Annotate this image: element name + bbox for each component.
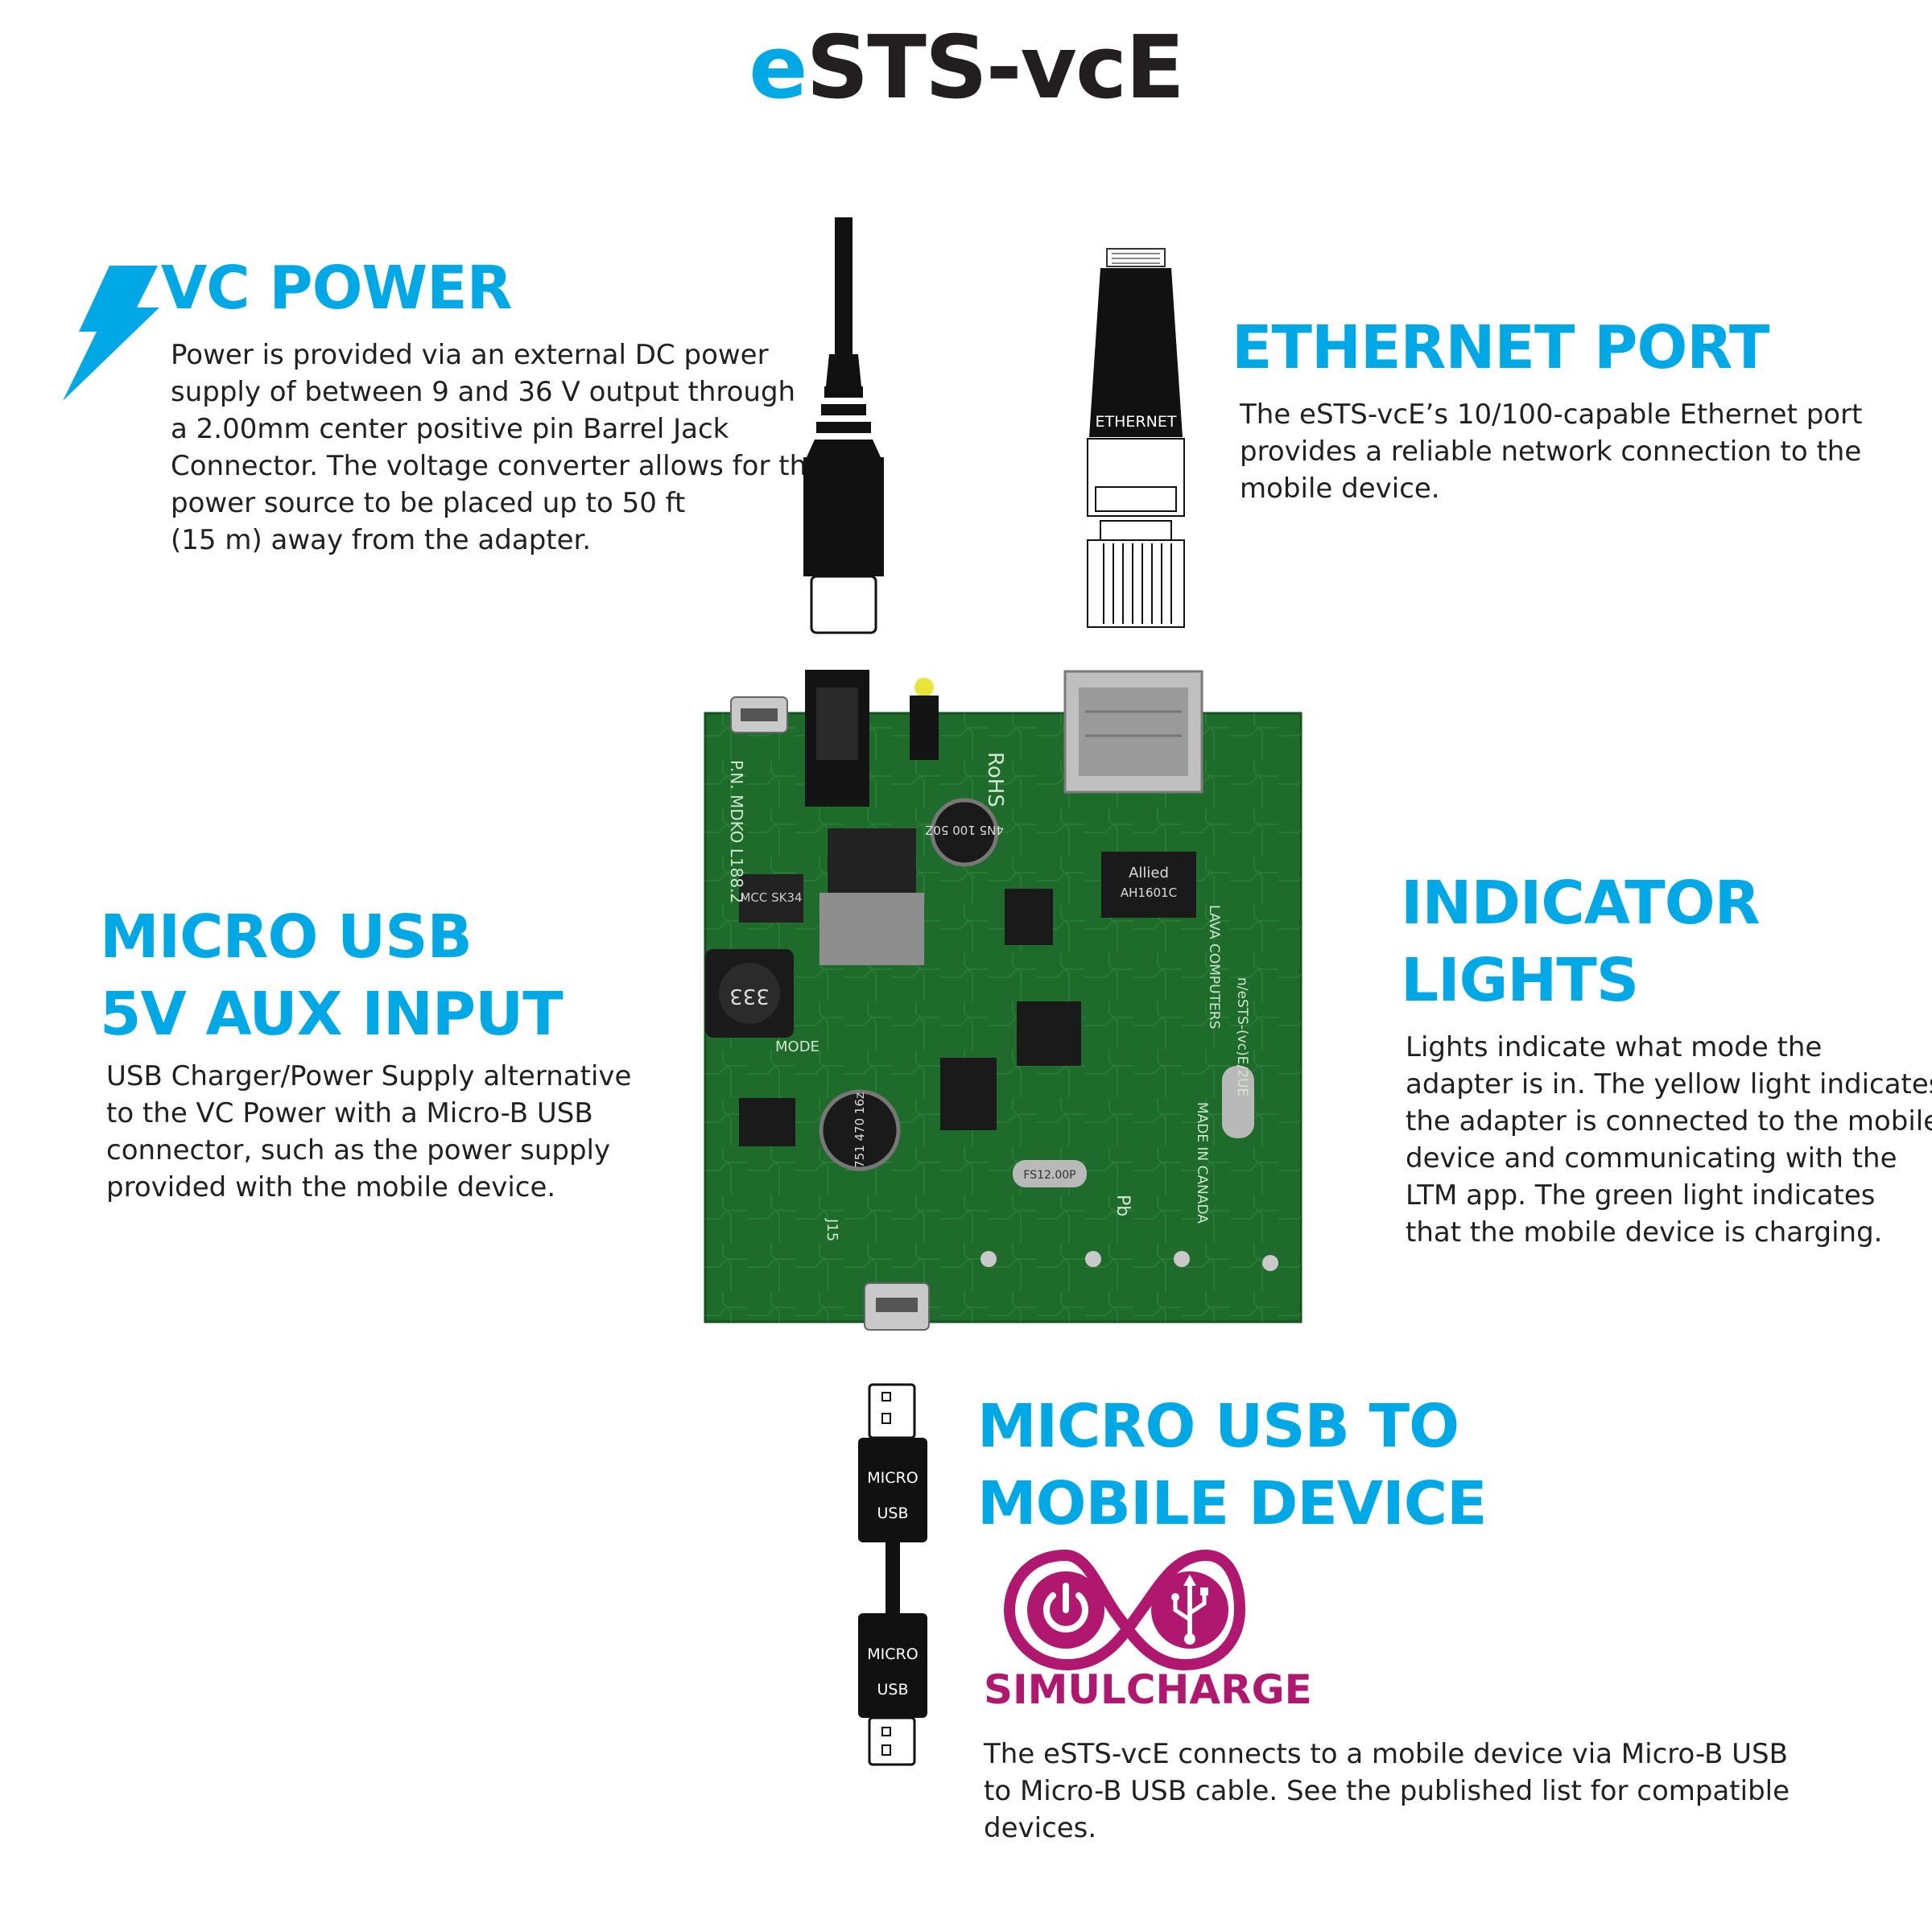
micro-usb-mobile-heading-line: MICRO USB TO <box>977 1392 1459 1461</box>
ethernet-connector-label: ETHERNET <box>1096 413 1177 431</box>
indicator-lights-line: that the mobile device is charging. <box>1406 1216 1883 1249</box>
simulcharge-label: SIMULCHARGE <box>984 1666 1312 1713</box>
micro-usb-aux-heading-line: 5V AUX INPUT <box>100 980 564 1049</box>
coil-marking: 333 <box>729 984 770 1008</box>
pb-marking: Pb <box>1113 1195 1133 1216</box>
indicator-lights-line: LTM app. The green light indicates <box>1406 1179 1876 1212</box>
micro-usb-aux-line: connector, such as the power supply <box>106 1134 611 1166</box>
ethernet-connector-icon: ETHERNET <box>1087 248 1185 628</box>
ethernet-port-line: mobile device. <box>1240 473 1440 505</box>
indicator-lights-line: adapter is in. The yellow light indicate… <box>1406 1068 1932 1100</box>
barrel-jack-connector-icon <box>803 217 884 634</box>
vc-power-line: Connector. The voltage converter allows … <box>171 450 824 482</box>
diode-marking: MCC SK34 <box>740 890 802 905</box>
micro-usb-mobile-description: The eSTS-vcE connects to a mobile device… <box>984 1736 1790 1847</box>
vc-power-line: supply of between 9 and 36 V output thro… <box>171 376 796 408</box>
micro-usb-top-label: MICRO <box>867 1469 918 1487</box>
allied-part-marking: AH1601C <box>1121 886 1177 900</box>
indicator-lights-heading-line: INDICATOR <box>1401 869 1761 938</box>
ethernet-port-description: The eSTS-vcE’s 10/100-capable Ethernet p… <box>1240 396 1862 507</box>
indicator-lights-line: Lights indicate what mode the <box>1406 1031 1823 1063</box>
title-rest: STS-vcE <box>806 18 1184 118</box>
micro-usb-aux-heading: MICRO USB 5V AUX INPUT <box>100 898 564 1053</box>
model-marking: n/eSTS-(vc)E/2UE <box>1234 977 1250 1096</box>
indicator-lights-description: Lights indicate what mode the adapter is… <box>1406 1029 1932 1251</box>
usb-symbol-icon <box>1151 1571 1228 1649</box>
pn-marking: P.N. MDKO L188.2 <box>727 760 746 903</box>
vc-power-line: power source to be placed up to 50 ft <box>171 487 686 519</box>
micro-usb-bottom-label: MICRO <box>867 1645 918 1663</box>
mode-marking: MODE <box>775 1038 819 1055</box>
micro-usb-aux-line: USB Charger/Power Supply alternative <box>106 1060 632 1092</box>
cap2-marking: 751 470 16z <box>852 1092 867 1168</box>
micro-usb-mobile-line: devices. <box>984 1812 1097 1844</box>
title-prefix: e <box>749 18 807 118</box>
ethernet-port-line: The eSTS-vcE’s 10/100-capable Ethernet p… <box>1240 398 1863 431</box>
micro-usb-mobile-line: The eSTS-vcE connects to a mobile device… <box>984 1738 1788 1770</box>
lava-marking: LAVA COMPUTERS <box>1206 905 1222 1029</box>
micro-usb-top-label: USB <box>877 1505 908 1522</box>
vc-power-line: Power is provided via an external DC pow… <box>171 339 769 371</box>
rohs-marking: RoHS <box>983 752 1007 807</box>
j15-marking: J15 <box>824 1218 840 1241</box>
ethernet-port-line: provides a reliable network connection t… <box>1240 436 1862 468</box>
micro-usb-aux-line: provided with the mobile device. <box>106 1171 556 1203</box>
vc-power-line: a 2.00mm center positive pin Barrel Jack <box>171 413 729 445</box>
micro-usb-mobile-line: to Micro-B USB cable. See the published … <box>984 1775 1790 1807</box>
micro-usb-mobile-heading-line: MOBILE DEVICE <box>977 1469 1488 1538</box>
pcb-board-image: 4N5 100 50Z MCC SK34 333 Allied AH1601C … <box>704 670 1302 1331</box>
micro-usb-cable-icon: MICRO USB MICRO USB <box>858 1383 927 1766</box>
micro-usb-aux-heading-line: MICRO USB <box>100 902 473 972</box>
made-in-marking: MADE IN CANADA <box>1194 1102 1210 1224</box>
vc-power-description: Power is provided via an external DC pow… <box>171 336 824 559</box>
allied-marking: Allied <box>1129 865 1169 881</box>
micro-usb-aux-description: USB Charger/Power Supply alternative to … <box>106 1058 631 1206</box>
page-title: eSTS-vcE <box>0 18 1932 118</box>
indicator-lights-line: the adapter is connected to the mobile <box>1406 1105 1932 1137</box>
micro-usb-bottom-label: USB <box>877 1681 908 1699</box>
simulcharge-logo <box>1003 1549 1246 1671</box>
crystal-marking: FS12.00P <box>1023 1169 1075 1182</box>
vc-power-line: (15 m) away from the adapter. <box>171 524 592 556</box>
ethernet-port-heading: ETHERNET PORT <box>1232 313 1769 382</box>
micro-usb-aux-line: to the VC Power with a Micro-B USB <box>106 1097 593 1129</box>
cap1-marking: 4N5 100 50Z <box>925 823 1004 837</box>
micro-usb-mobile-heading: MICRO USB TO MOBILE DEVICE <box>977 1388 1488 1542</box>
indicator-lights-heading: INDICATOR LIGHTS <box>1401 865 1761 1019</box>
indicator-lights-heading-line: LIGHTS <box>1401 946 1639 1015</box>
indicator-lights-line: device and communicating with the <box>1406 1142 1897 1174</box>
lightning-bolt-icon <box>63 266 159 401</box>
vc-power-heading: VC POWER <box>161 254 513 323</box>
power-symbol-icon <box>1027 1571 1104 1649</box>
